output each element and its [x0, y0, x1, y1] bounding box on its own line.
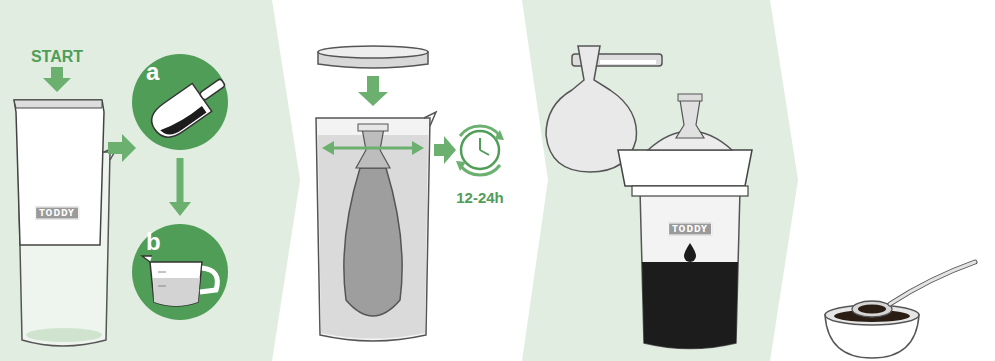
step-letter: a — [146, 60, 159, 84]
glass-outline — [640, 190, 740, 349]
bag-clip — [358, 124, 388, 131]
glass-base — [26, 328, 102, 342]
holder-base — [632, 186, 748, 196]
cup-mark — [158, 286, 166, 287]
brand-label: TODDY — [35, 207, 79, 220]
clock-hand — [480, 150, 489, 155]
spoon-contents — [858, 305, 886, 314]
start-arrow — [43, 67, 71, 92]
cup-mark — [158, 272, 166, 273]
cycle-head — [456, 161, 466, 171]
arrow-head — [444, 136, 456, 164]
arrow-head — [358, 92, 388, 106]
glass-outline — [316, 118, 430, 341]
cycle-head — [494, 130, 504, 140]
serving-bowl — [825, 262, 975, 358]
container-outline — [14, 100, 104, 245]
cycle-arrow — [460, 126, 500, 136]
cup-body — [150, 262, 202, 306]
steep-time: 12-24h — [456, 189, 504, 206]
stir-head — [412, 141, 424, 155]
brewing-container — [14, 100, 104, 245]
arrow-shaft — [177, 158, 184, 204]
arrow-head — [43, 78, 71, 92]
clock-hand — [479, 138, 481, 150]
cycle-arrow — [460, 165, 500, 175]
arrow-shaft — [108, 142, 122, 154]
spoon-bowl — [852, 301, 892, 317]
container-rim — [14, 100, 102, 108]
filter-bag — [344, 168, 402, 316]
arrow-head — [122, 134, 136, 162]
arrow-shaft — [51, 67, 63, 79]
filter-holder — [618, 150, 752, 186]
step-panel — [522, 0, 798, 361]
spout — [424, 112, 436, 126]
draining-decanter — [618, 94, 752, 349]
lid-top — [318, 46, 428, 58]
cup-water — [153, 278, 200, 306]
lid-arrow — [358, 76, 388, 106]
coffee-concentrate — [642, 262, 738, 349]
lid — [318, 46, 428, 68]
drip-drop — [684, 243, 696, 262]
arrow-shaft — [367, 76, 379, 92]
spoon-handle-fill — [890, 262, 975, 304]
clock-icon — [456, 126, 504, 175]
steeping-glass — [316, 112, 436, 341]
arrow-head — [169, 202, 191, 216]
bag-clip — [678, 94, 702, 101]
to-step-a-arrow — [108, 134, 136, 162]
step-panel — [0, 0, 300, 361]
arrow-shaft — [434, 144, 444, 156]
stir-head — [322, 141, 334, 155]
clock-face — [461, 131, 499, 169]
spoon-handle — [890, 262, 975, 304]
to-clock-arrow — [434, 136, 456, 164]
step-letter: b — [146, 230, 161, 254]
start-label: START — [31, 48, 83, 66]
stir-line — [332, 147, 414, 150]
bag-neck — [676, 100, 704, 138]
flow-arrow — [169, 158, 191, 216]
hook-slot — [600, 60, 656, 64]
brand-label: TODDY — [668, 223, 712, 236]
